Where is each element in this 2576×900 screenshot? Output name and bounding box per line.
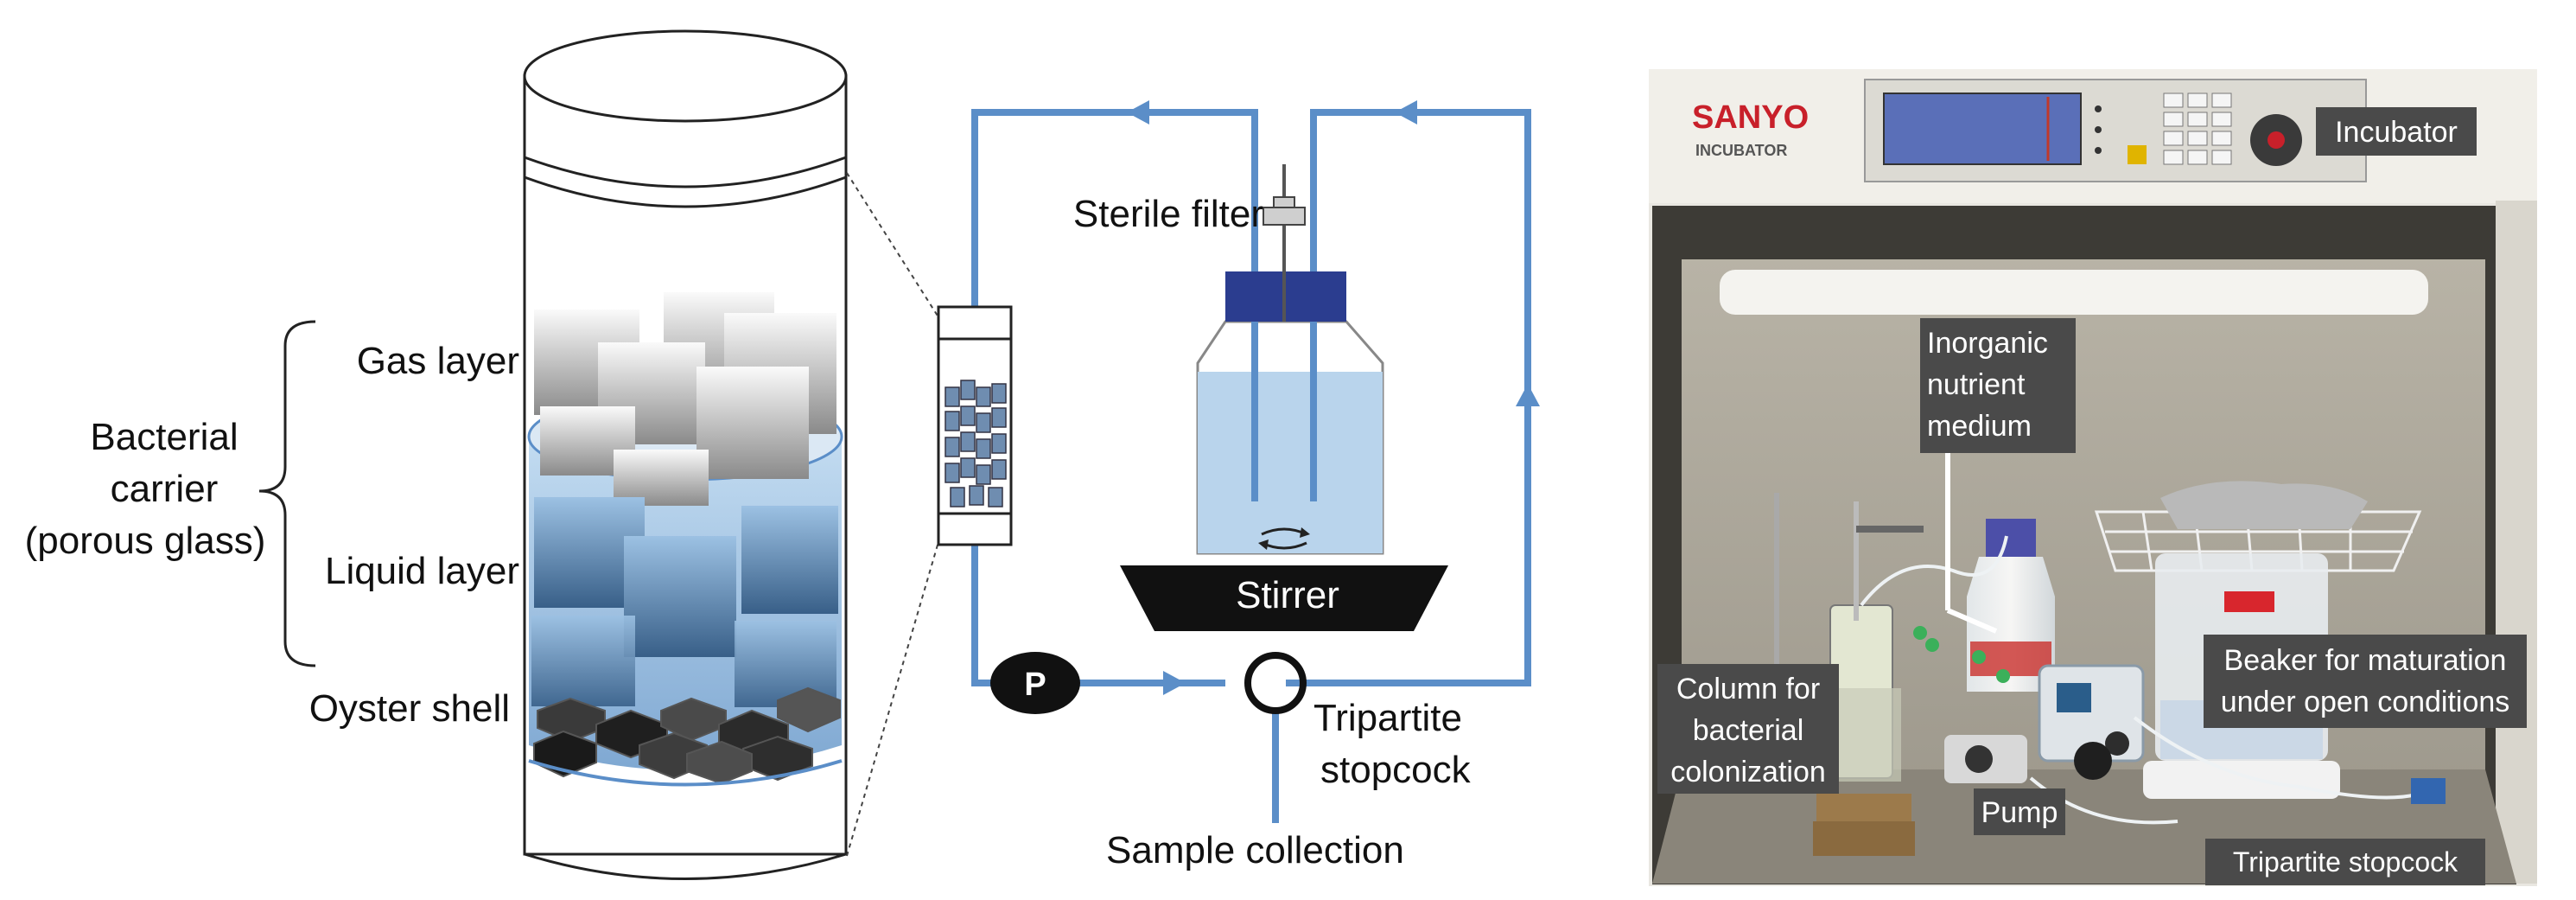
flask-liquid: [1198, 372, 1383, 553]
tubing-pump-line: [971, 536, 1225, 686]
bracket-label-line-3: (porous glass): [25, 520, 266, 562]
oyster-shell-label: Oyster shell: [309, 687, 510, 730]
stirrer-label: Stirrer: [1236, 574, 1339, 616]
oyster-shell-pieces: [533, 686, 841, 785]
stopcock-label-line-2: stopcock: [1320, 749, 1472, 791]
beaker-label-line-2: under open conditions: [2221, 686, 2510, 718]
column-label-line-1: Column for: [1676, 673, 1820, 705]
brand-subtitle: INCUBATOR: [1695, 142, 1787, 159]
flow-arrow-top-left: [1127, 100, 1149, 124]
flow-arrow-right-up: [1516, 384, 1540, 406]
mini-column: [937, 305, 1013, 546]
photo-label-medium: Inorganic nutrient medium: [1920, 318, 2076, 453]
liquid-layer-label: Liquid layer: [325, 550, 519, 592]
carrier-column: [523, 29, 848, 880]
beaker-label-line-1: Beaker for maturation: [2224, 644, 2507, 677]
pump-label: Pump: [1981, 796, 2058, 829]
interior-light: [1720, 270, 2428, 315]
flow-arrow-top-right: [1395, 100, 1417, 124]
medium-label-line-1: Inorganic: [1927, 327, 2048, 360]
sample-collection-label: Sample collection: [1106, 829, 1404, 871]
carrier-bracket: [258, 320, 316, 667]
photo-label-column: Column for bacterial colonization: [1657, 664, 1839, 794]
zoom-line-bottom: [846, 535, 941, 857]
stirrer-base: [1120, 565, 1448, 631]
pump-icon: [990, 652, 1080, 714]
photo-stopcock: [2411, 778, 2446, 804]
liquid-layer-carriers: [531, 497, 838, 707]
sterile-filter-icon: [1263, 207, 1306, 226]
column-top-rim: [523, 29, 848, 123]
pump-symbol: P: [1024, 667, 1046, 703]
medium-label-line-3: medium: [1927, 410, 2032, 443]
stopcock-label-line-1: Tripartite: [1313, 697, 1462, 739]
foil-cover: [2160, 481, 2368, 529]
column-label-line-3: colonization: [1670, 756, 1826, 788]
sterile-filter-label: Sterile filter: [1073, 193, 1263, 235]
bracket-label-line-1: Bacterial: [90, 416, 238, 458]
photo-label-incubator: Incubator: [2316, 107, 2477, 156]
gas-layer-carriers: [534, 292, 836, 506]
column-label-line-2: bacterial: [1693, 714, 1804, 747]
tubing-return: [1286, 109, 1531, 686]
incubator-door-edge: [2496, 201, 2537, 884]
beaker-stirrer: [2143, 761, 2340, 799]
reservoir-flask: [1196, 164, 1384, 555]
medium-bottle-cap: [1986, 519, 2036, 557]
photo-label-pump: Pump: [1974, 788, 2065, 835]
incubator-label: Incubator: [2335, 116, 2458, 149]
brand-logo: SANYO: [1692, 99, 1809, 136]
bracket-label-line-2: carrier: [111, 468, 219, 510]
zoom-line-top: [846, 172, 941, 321]
photo-stopcock-label: Tripartite stopcock: [2233, 846, 2458, 878]
photo-label-stopcock: Tripartite stopcock: [2205, 839, 2485, 885]
photo-label-beaker: Beaker for maturation under open conditi…: [2204, 635, 2527, 728]
stopcock-icon: [1244, 652, 1307, 714]
flow-arrow-bottom: [1163, 671, 1186, 695]
beaker-red-label: [2224, 591, 2274, 612]
medium-label-line-2: nutrient: [1927, 368, 2026, 401]
gas-layer-label: Gas layer: [357, 340, 519, 382]
control-display: [1883, 93, 2082, 165]
